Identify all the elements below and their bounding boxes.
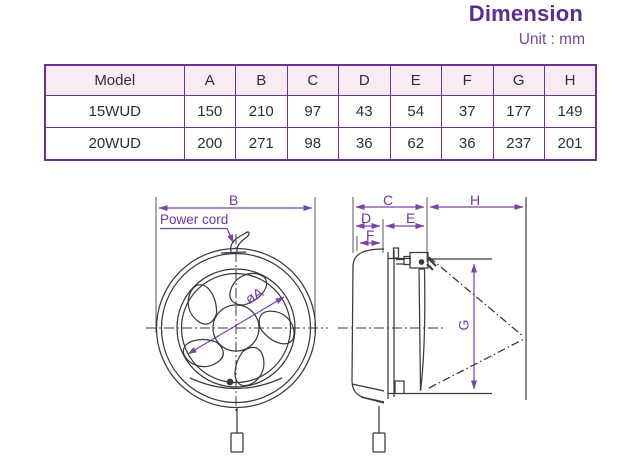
value-cell: 36 <box>338 127 391 161</box>
table-row: 15WUD 150 210 97 43 54 37 177 149 <box>44 95 597 128</box>
value-cell: 210 <box>235 95 288 128</box>
table-row: 20WUD 200 271 98 36 62 36 237 201 <box>44 127 597 161</box>
dim-label-e: E <box>406 210 416 226</box>
value-cell: 200 <box>183 127 236 161</box>
center-lines-front <box>146 234 328 414</box>
dimension-table: Model A B C D E F G H 15WUD 150 210 97 4… <box>44 64 597 161</box>
motor-housing <box>409 251 429 269</box>
col-header-f: F <box>441 64 494 96</box>
value-cell: 98 <box>286 127 339 161</box>
extension-lines <box>155 197 527 400</box>
value-cell: 237 <box>492 127 545 161</box>
fan-side-view <box>338 247 525 453</box>
value-cell: 43 <box>338 95 391 128</box>
dim-label-b: B <box>229 192 239 208</box>
model-cell: 15WUD <box>44 95 185 128</box>
fan-front-view <box>146 231 328 453</box>
col-header-model: Model <box>44 64 185 96</box>
col-header-d: D <box>338 64 391 96</box>
model-cell: 20WUD <box>44 127 185 161</box>
value-cell: 62 <box>389 127 442 161</box>
value-cell: 177 <box>492 95 545 128</box>
louver-swing-lines <box>428 256 525 389</box>
power-cord-label: Power cord <box>160 212 229 227</box>
value-cell: 149 <box>544 95 597 128</box>
dim-label-d: D <box>361 210 372 226</box>
col-header-a: A <box>183 64 236 96</box>
dim-label-c: C <box>383 192 394 208</box>
value-cell: 201 <box>544 127 597 161</box>
unit-label: Unit : mm <box>518 31 585 48</box>
value-cell: 54 <box>389 95 442 128</box>
dim-label-f: F <box>366 227 375 243</box>
pull-cord-handle-front <box>230 432 244 453</box>
cord-anchor-dot <box>226 378 234 386</box>
table-header-row: Model A B C D E F G H <box>44 64 597 96</box>
page-title: Dimension <box>468 1 583 26</box>
col-header-b: B <box>235 64 288 96</box>
value-cell: 271 <box>235 127 288 161</box>
shutter-louver <box>418 268 422 391</box>
value-cell: 97 <box>286 95 339 128</box>
pull-cord-handle-side <box>372 432 386 453</box>
col-header-c: C <box>286 64 339 96</box>
fan-blades <box>182 272 295 387</box>
dim-label-h: H <box>470 192 481 208</box>
dim-label-g: G <box>455 319 472 331</box>
dimension-arrows <box>158 204 524 390</box>
value-cell: 150 <box>183 95 236 128</box>
